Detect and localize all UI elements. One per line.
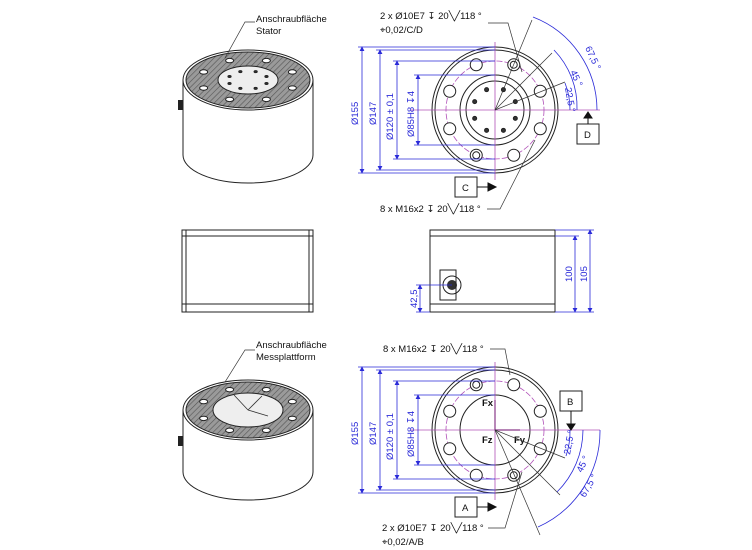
dim-d155-b: Ø155	[350, 422, 361, 445]
dim-d85: Ø85H8 ↧4	[406, 91, 417, 137]
thread-hole	[443, 122, 457, 136]
pin-hole	[472, 380, 481, 389]
plan-view-stator: 67,5 ° 45 ° 22,5 ° Ø155 Ø147 Ø120 ± 0,1 …	[350, 9, 603, 215]
dim-h42-5: 42,5	[409, 290, 420, 309]
position-tolerance: ⌖0,02/C/D	[380, 25, 423, 36]
thread-hole	[225, 427, 235, 434]
dim-d120: Ø120 ± 0,1	[385, 93, 396, 140]
angle-45: 45 °	[567, 69, 584, 89]
stator-face-label-1: Anschraubfläche	[256, 14, 327, 25]
thread-hole	[533, 84, 547, 98]
platform-face-label-2: Messplattform	[256, 352, 316, 363]
angle-67-5: 67,5 °	[582, 45, 603, 72]
iso-view-platform: Anschraubfläche Messplattform	[178, 340, 327, 501]
thread-hole	[261, 427, 271, 434]
thread-hole	[225, 96, 235, 103]
iso-view-stator: Anschraubfläche Stator	[178, 14, 327, 184]
thread-hole	[287, 85, 297, 91]
plan-view-platform: Fx Fy Fz 22,5 ° 45 ° 67,5 ° Ø155 Ø147 Ø1…	[350, 342, 601, 548]
thread-hole	[199, 69, 209, 75]
thread-hole	[199, 398, 209, 405]
inner-bolt-hole	[484, 127, 490, 133]
inner-bolt-hole	[484, 87, 490, 93]
axis-fy: Fy	[514, 435, 526, 446]
inner-bolt-hole	[238, 70, 243, 74]
position-tolerance-b: ⌖0,02/A/B	[382, 537, 424, 548]
thread-hole	[225, 57, 235, 64]
platform-face-label-1: Anschraubfläche	[256, 340, 327, 351]
inner-bolt-hole	[253, 86, 258, 90]
dim-d155: Ø155	[350, 102, 361, 125]
inner-bolt-hole	[264, 81, 269, 85]
thread-hole	[225, 386, 235, 393]
thread-hole	[507, 378, 521, 392]
side-view-left	[181, 229, 314, 313]
thread-hole	[533, 442, 547, 456]
inner-bolt-hole	[227, 75, 232, 79]
datum-a: A	[462, 503, 469, 514]
pin-hole	[472, 151, 481, 160]
thread-hole	[507, 148, 521, 162]
thread-hole	[443, 442, 457, 456]
dim-h105: 105	[579, 266, 590, 282]
pin-hole-callout-b: 2 x Ø10E7 ↧ 20╲╱118 °	[382, 521, 484, 534]
thread-hole	[199, 415, 209, 422]
thread-hole	[287, 69, 297, 75]
inner-bolt-hole	[500, 127, 506, 133]
stator-face-label-2: Stator	[256, 26, 281, 37]
angle-67-5-b: 67,5 °	[578, 472, 600, 499]
inner-bolt-hole	[238, 86, 243, 90]
thread-hole	[261, 57, 271, 64]
datum-d: D	[584, 130, 591, 141]
dim-d120-b: Ø120 ± 0,1	[385, 413, 396, 460]
angle-22-5-b: 22,5 °	[562, 429, 577, 456]
axis-fx: Fx	[482, 398, 494, 409]
dim-d147: Ø147	[368, 102, 379, 125]
thread-hole	[533, 122, 547, 136]
thread-hole	[261, 96, 271, 103]
thread-callout: 8 x M16x2 ↧ 20╲╱118 °	[380, 202, 481, 215]
inner-bolt-hole	[472, 115, 478, 121]
dim-d85-b: Ø85H8 ↧4	[406, 411, 417, 457]
thread-hole	[469, 468, 483, 482]
axis-fz: Fz	[482, 435, 493, 446]
thread-hole	[443, 404, 457, 418]
side-view-right: 100 105 42,5	[409, 229, 594, 313]
pin-hole-callout: 2 x Ø10E7 ↧ 20╲╱118 °	[380, 9, 482, 22]
angle-22-5: 22,5 °	[562, 87, 577, 114]
thread-hole	[287, 415, 297, 422]
thread-callout-b: 8 x M16x2 ↧ 20╲╱118 °	[383, 342, 484, 355]
inner-bolt-hole	[472, 99, 478, 105]
inner-bolt-hole	[264, 75, 269, 79]
dim-h100: 100	[564, 266, 575, 282]
inner-bolt-hole	[253, 70, 258, 74]
datum-b: B	[567, 397, 573, 408]
thread-hole	[287, 398, 297, 405]
thread-hole	[443, 84, 457, 98]
thread-hole	[199, 85, 209, 91]
thread-hole	[533, 404, 547, 418]
thread-hole	[469, 58, 483, 72]
pin-hole	[509, 471, 518, 480]
angle-45-b: 45 °	[575, 454, 592, 474]
datum-c: C	[462, 183, 469, 194]
dim-d147-b: Ø147	[368, 422, 379, 445]
inner-bolt-hole	[227, 81, 232, 85]
inner-bolt-hole	[512, 115, 518, 121]
thread-hole	[261, 386, 271, 393]
